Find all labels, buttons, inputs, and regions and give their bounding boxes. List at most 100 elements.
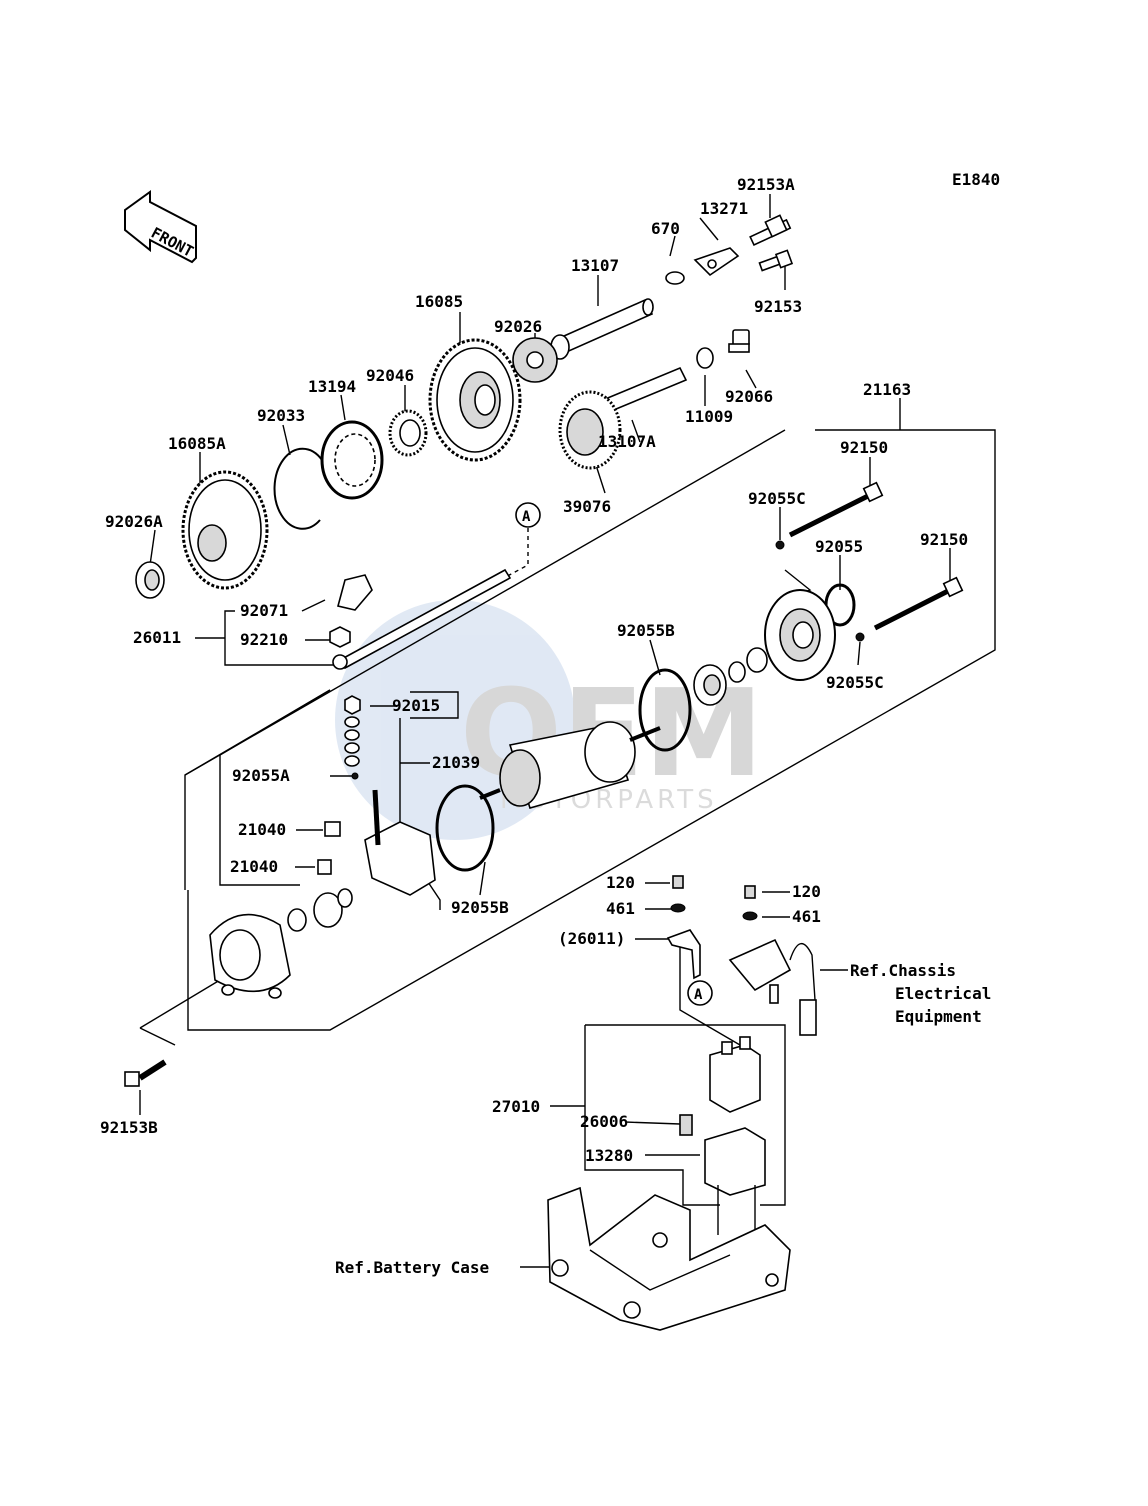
- part-shapes: A A: [124, 214, 964, 1331]
- label-ref-chassis-1: Ref.Chassis: [850, 961, 956, 980]
- label-92153B: 92153B: [100, 1118, 158, 1137]
- front-cover-icon: [209, 913, 291, 999]
- part-labels: 92153A 13271 670 13107 92153 16085 92026…: [100, 175, 991, 1277]
- collar-92026-icon: [512, 337, 558, 383]
- label-26011-ref: (26011): [558, 929, 625, 948]
- front-arrow-icon: FRONT: [124, 190, 197, 264]
- svg-text:A: A: [694, 987, 703, 1003]
- label-92055B-b: 92055B: [451, 898, 509, 917]
- label-92071: 92071: [240, 601, 288, 620]
- label-92055C-b: 92055C: [826, 673, 884, 692]
- shaft-13107-icon: [550, 298, 654, 360]
- label-13107A: 13107A: [598, 432, 656, 451]
- label-ref-chassis-3: Equipment: [895, 1007, 982, 1026]
- leader-lines: [139, 194, 996, 1268]
- battery-case-icon: [547, 1186, 791, 1331]
- label-92153: 92153: [754, 297, 802, 316]
- washer-92055C-a-icon: [775, 540, 785, 550]
- gear-16085A-icon: [181, 470, 269, 590]
- label-92055C-a: 92055C: [748, 489, 806, 508]
- label-11009: 11009: [685, 407, 733, 426]
- plug-92066-icon: [728, 329, 750, 353]
- label-21039: 21039: [432, 753, 480, 772]
- washer-92055C-b-icon: [855, 632, 865, 642]
- label-92015: 92015: [392, 696, 440, 715]
- circlip-92033-icon: [273, 447, 323, 530]
- collar-92026A-icon: [135, 561, 165, 599]
- end-cover-icon: [764, 589, 836, 681]
- bolt-92153B-icon: [124, 1059, 167, 1087]
- oring-92055B-b-icon: [435, 784, 495, 872]
- label-92153A: 92153A: [737, 175, 795, 194]
- boot-92071-icon: [337, 574, 373, 611]
- label-21163: 21163: [863, 380, 911, 399]
- nut-92015-icon: [344, 695, 361, 715]
- label-120-b: 120: [792, 882, 821, 901]
- relay-27010-icon: [709, 1036, 761, 1113]
- front-label: FRONT: [148, 224, 196, 261]
- label-ref-chassis-2: Electrical: [895, 984, 991, 1003]
- label-39076: 39076: [563, 497, 611, 516]
- terminal-26011-icon: [666, 929, 701, 980]
- washer-461a-icon: [670, 903, 686, 913]
- callout-a-bottom: A: [687, 980, 713, 1006]
- bearing-92046-icon: [388, 409, 428, 457]
- fuse-26006-icon: [679, 1114, 693, 1136]
- oring-11009-icon: [696, 347, 714, 369]
- oring-670-icon: [665, 271, 685, 285]
- clutch-13194-icon: [320, 420, 384, 500]
- bolt-92153A-icon: [749, 214, 792, 247]
- brush-21040b-icon: [317, 859, 332, 875]
- label-26011: 26011: [133, 628, 181, 647]
- label-461-b: 461: [792, 907, 821, 926]
- oring-92055B-a-icon: [638, 668, 692, 752]
- label-92066: 92066: [725, 387, 773, 406]
- plate-13271-icon: [693, 247, 740, 277]
- relay-case-13280-icon: [704, 1127, 766, 1235]
- brush-21040a-icon: [324, 821, 341, 837]
- label-26006: 26006: [580, 1112, 628, 1131]
- terminal-cap-icon: [728, 938, 817, 1036]
- screw-120a-icon: [672, 875, 684, 889]
- label-92055B-a: 92055B: [617, 621, 675, 640]
- bearing-icon: [693, 664, 727, 706]
- label-92026A: 92026A: [105, 512, 163, 531]
- gear-39076-icon: [558, 390, 622, 470]
- label-16085: 16085: [415, 292, 463, 311]
- bolt-92150a-icon: [788, 481, 884, 538]
- label-ref-battery-case: Ref.Battery Case: [335, 1258, 489, 1277]
- label-92055A: 92055A: [232, 766, 290, 785]
- label-21040-a: 21040: [238, 820, 286, 839]
- label-461-a: 461: [606, 899, 635, 918]
- svg-text:A: A: [522, 509, 531, 525]
- label-21040-b: 21040: [230, 857, 278, 876]
- label-92150-b: 92150: [920, 530, 968, 549]
- label-13194: 13194: [308, 377, 356, 396]
- label-13107: 13107: [571, 256, 619, 275]
- screw-120b-icon: [744, 885, 756, 899]
- label-16085A: 16085A: [168, 434, 226, 453]
- label-92046: 92046: [366, 366, 414, 385]
- label-92150-a: 92150: [840, 438, 888, 457]
- label-120-a: 120: [606, 873, 635, 892]
- gear-16085-icon: [428, 338, 522, 462]
- label-13271: 13271: [700, 199, 748, 218]
- diagram-code: E1840: [952, 170, 1000, 189]
- label-92026: 92026: [494, 317, 542, 336]
- label-670: 670: [651, 219, 680, 238]
- armature-icon: [479, 721, 661, 809]
- brush-holder-icon: [364, 789, 436, 896]
- nut-92210-icon: [329, 626, 351, 648]
- label-92210: 92210: [240, 630, 288, 649]
- washer-stack-icon: [344, 716, 360, 767]
- label-92033: 92033: [257, 406, 305, 425]
- callout-a-top: A: [515, 502, 541, 528]
- label-13280: 13280: [585, 1146, 633, 1165]
- label-27010: 27010: [492, 1097, 540, 1116]
- bolt-92150b-icon: [873, 576, 964, 631]
- bolt-92153-icon: [758, 249, 794, 272]
- washer-461b-icon: [742, 911, 758, 921]
- label-92055: 92055: [815, 537, 863, 556]
